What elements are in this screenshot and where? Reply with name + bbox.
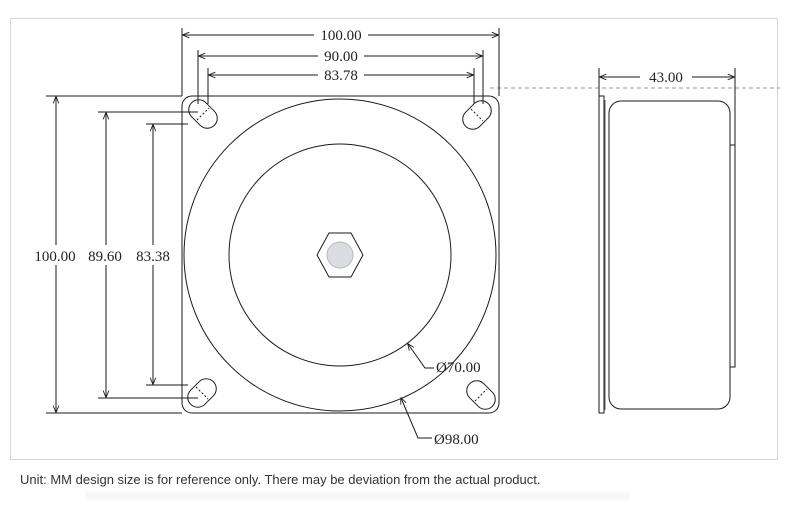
side-body: [608, 100, 731, 410]
outer-ring-98: [183, 98, 497, 412]
mounting-hole-bottom-left: [187, 378, 217, 408]
mounting-hole-top-left: [188, 99, 218, 129]
dim-label-diameter-98: Ø98.00: [434, 432, 479, 448]
side-rear-lip: [729, 144, 736, 368]
dim-label-height-8960: 89.60: [88, 249, 122, 265]
center-hex-nut: [316, 232, 364, 278]
side-view: [598, 68, 736, 414]
dim-label-depth-43: 43.00: [649, 70, 683, 86]
dim-label-width-90: 90.00: [324, 49, 358, 65]
inner-ring-70: [228, 143, 452, 367]
mounting-hole-bottom-right: [466, 380, 496, 410]
front-view: [181, 95, 500, 414]
disclaimer-caption: Unit: MM design size is for reference on…: [20, 472, 541, 487]
diameter-leaders: [401, 344, 434, 439]
mounting-hole-top-right: [462, 100, 492, 130]
dim-label-height-100: 100.00: [34, 249, 75, 265]
leader-98: [401, 398, 432, 439]
mounting-plate: [181, 95, 500, 414]
center-hub: [326, 241, 354, 269]
dim-label-diameter-70: Ø70.00: [436, 360, 481, 376]
leader-70: [408, 344, 434, 369]
side-plate: [598, 95, 605, 414]
dim-label-width-100: 100.00: [320, 28, 361, 44]
faded-text-strip: [85, 490, 630, 502]
drawing-frame: [10, 18, 778, 460]
technical-drawing: 100.00 90.00 83.78 100.00 89.60 83.38 Ø7…: [34, 28, 780, 448]
dim-label-width-8378: 83.78: [324, 68, 358, 84]
dim-label-height-8338: 83.38: [136, 249, 170, 265]
